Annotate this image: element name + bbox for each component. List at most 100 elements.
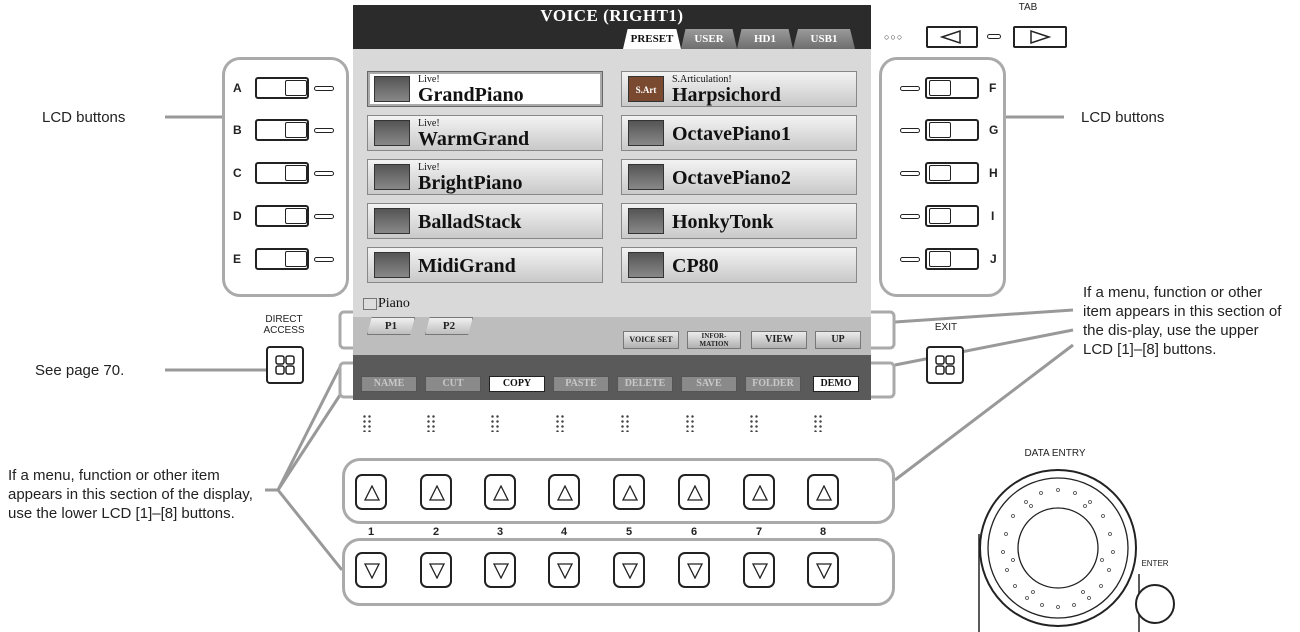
upper-lcd-button-2[interactable]	[420, 474, 452, 510]
left-lcd-panel	[222, 57, 349, 297]
paste-button[interactable]: PASTE	[553, 376, 609, 392]
page-tab-p1[interactable]: P1	[367, 317, 415, 335]
lower-lcd-button-2[interactable]	[420, 552, 452, 588]
lcd-button-c[interactable]	[255, 162, 309, 184]
tab-hd1[interactable]: HD1	[737, 29, 793, 49]
triangle-right-icon	[1030, 29, 1052, 45]
enter-button[interactable]	[1135, 584, 1175, 624]
lower-lcd-button-8[interactable]	[807, 552, 839, 588]
lower-lcd-button-5[interactable]	[613, 552, 645, 588]
tab-right-button[interactable]	[1013, 26, 1067, 48]
page-tab-p2[interactable]: P2	[425, 317, 473, 335]
save-button[interactable]: SAVE	[681, 376, 737, 392]
lower-lcd-button-3[interactable]	[484, 552, 516, 588]
electric-piano-icon	[628, 252, 664, 278]
upper-lcd-button-4[interactable]	[548, 474, 580, 510]
tab-preset[interactable]: PRESET	[623, 29, 681, 49]
voice-button[interactable]: OctavePiano1	[621, 115, 857, 151]
lcd-buttons-right-callout: LCD buttons	[1081, 109, 1165, 126]
tab-user[interactable]: USER	[681, 29, 737, 49]
keyboard-icon	[374, 208, 410, 234]
up-button[interactable]: UP	[815, 331, 861, 349]
tab-usb1[interactable]: USB1	[793, 29, 855, 49]
voice-button[interactable]: CP80	[621, 247, 857, 283]
lcd-led-j	[900, 257, 920, 262]
lcd-letter-i: I	[991, 209, 995, 223]
voice-button[interactable]: Live! WarmGrand	[367, 115, 603, 151]
upper-lcd-button-7[interactable]	[743, 474, 775, 510]
view-button[interactable]: VIEW	[751, 331, 807, 349]
lcd-led-h	[900, 171, 920, 176]
copy-button[interactable]: COPY	[489, 376, 545, 392]
lcd-button-d[interactable]	[255, 205, 309, 227]
folder-button[interactable]: FOLDER	[745, 376, 801, 392]
delete-button[interactable]: DELETE	[617, 376, 673, 392]
voice-name: WarmGrand	[418, 128, 530, 150]
triangle-down-icon	[752, 563, 768, 579]
dot-grid	[813, 414, 823, 432]
voice-button[interactable]: S.Art S.Articulation! Harpsichord	[621, 71, 857, 107]
lcd-led-i	[900, 214, 920, 219]
direct-access-button[interactable]	[266, 346, 304, 384]
dot-grid	[490, 414, 500, 432]
triangle-up-icon	[622, 485, 638, 501]
cut-button[interactable]: CUT	[425, 376, 481, 392]
lower-buttons-panel	[342, 538, 895, 606]
lower-lcd-button-7[interactable]	[743, 552, 775, 588]
lower-lcd-button-1[interactable]	[355, 552, 387, 588]
lcd-button-b[interactable]	[255, 119, 309, 141]
upper-lcd-button-8[interactable]	[807, 474, 839, 510]
lower-lcd-button-4[interactable]	[548, 552, 580, 588]
lcd-letter-c: C	[233, 166, 242, 180]
lcd-button-i[interactable]	[925, 205, 979, 227]
triangle-up-icon	[493, 485, 509, 501]
lcd-letter-h: H	[989, 166, 998, 180]
upper-lcd-button-6[interactable]	[678, 474, 710, 510]
lcd-button-f[interactable]	[925, 77, 979, 99]
voice-name: HonkyTonk	[672, 211, 774, 233]
grid-icon	[935, 355, 955, 375]
piano-icon	[628, 120, 664, 146]
button-number-8: 8	[819, 526, 827, 538]
voice-button[interactable]: OctavePiano2	[621, 159, 857, 195]
upper-lcd-button-5[interactable]	[613, 474, 645, 510]
lcd-button-j[interactable]	[925, 248, 979, 270]
lcd-button-g[interactable]	[925, 119, 979, 141]
data-entry-dial[interactable]	[975, 462, 1145, 632]
triangle-down-icon	[364, 563, 380, 579]
upper-lcd-button-1[interactable]	[355, 474, 387, 510]
upper-lcd-button-3[interactable]	[484, 474, 516, 510]
lower-lcd-button-6[interactable]	[678, 552, 710, 588]
piano-icon	[628, 164, 664, 190]
lcd-letter-f: F	[989, 81, 997, 95]
name-button[interactable]: NAME	[361, 376, 417, 392]
lcd-button-a[interactable]	[255, 77, 309, 99]
voice-prefix: S.Articulation!	[672, 74, 732, 85]
lcd-led-g	[900, 128, 920, 133]
dot-grid	[685, 414, 695, 432]
triangle-up-icon	[557, 485, 573, 501]
triangle-down-icon	[557, 563, 573, 579]
lcd-letter-g: G	[989, 123, 999, 137]
voice-name: Harpsichord	[672, 84, 781, 106]
voice-button[interactable]: BalladStack	[367, 203, 603, 239]
voice-button[interactable]: MidiGrand	[367, 247, 603, 283]
voice-button[interactable]: Live! BrightPiano	[367, 159, 603, 195]
information-button[interactable]: INFOR-MATION	[687, 331, 741, 349]
button-number-2: 2	[432, 526, 440, 538]
voice-name: CP80	[672, 255, 719, 277]
lcd-buttons-left-callout: LCD buttons	[42, 109, 126, 126]
tab-left-button[interactable]	[926, 26, 978, 48]
voice-button[interactable]: Live! GrandPiano	[367, 71, 603, 107]
voice-set-button[interactable]: VOICE SET	[623, 331, 679, 349]
exit-button[interactable]	[926, 346, 964, 384]
voice-prefix: Live!	[418, 162, 440, 173]
lcd-button-e[interactable]	[255, 248, 309, 270]
see-page-callout: See page 70.	[35, 362, 125, 379]
triangle-down-icon	[493, 563, 509, 579]
exit-label: EXIT	[934, 322, 958, 333]
demo-button[interactable]: DEMO	[813, 376, 859, 392]
triangle-up-icon	[687, 485, 703, 501]
lcd-button-h[interactable]	[925, 162, 979, 184]
voice-button[interactable]: HonkyTonk	[621, 203, 857, 239]
